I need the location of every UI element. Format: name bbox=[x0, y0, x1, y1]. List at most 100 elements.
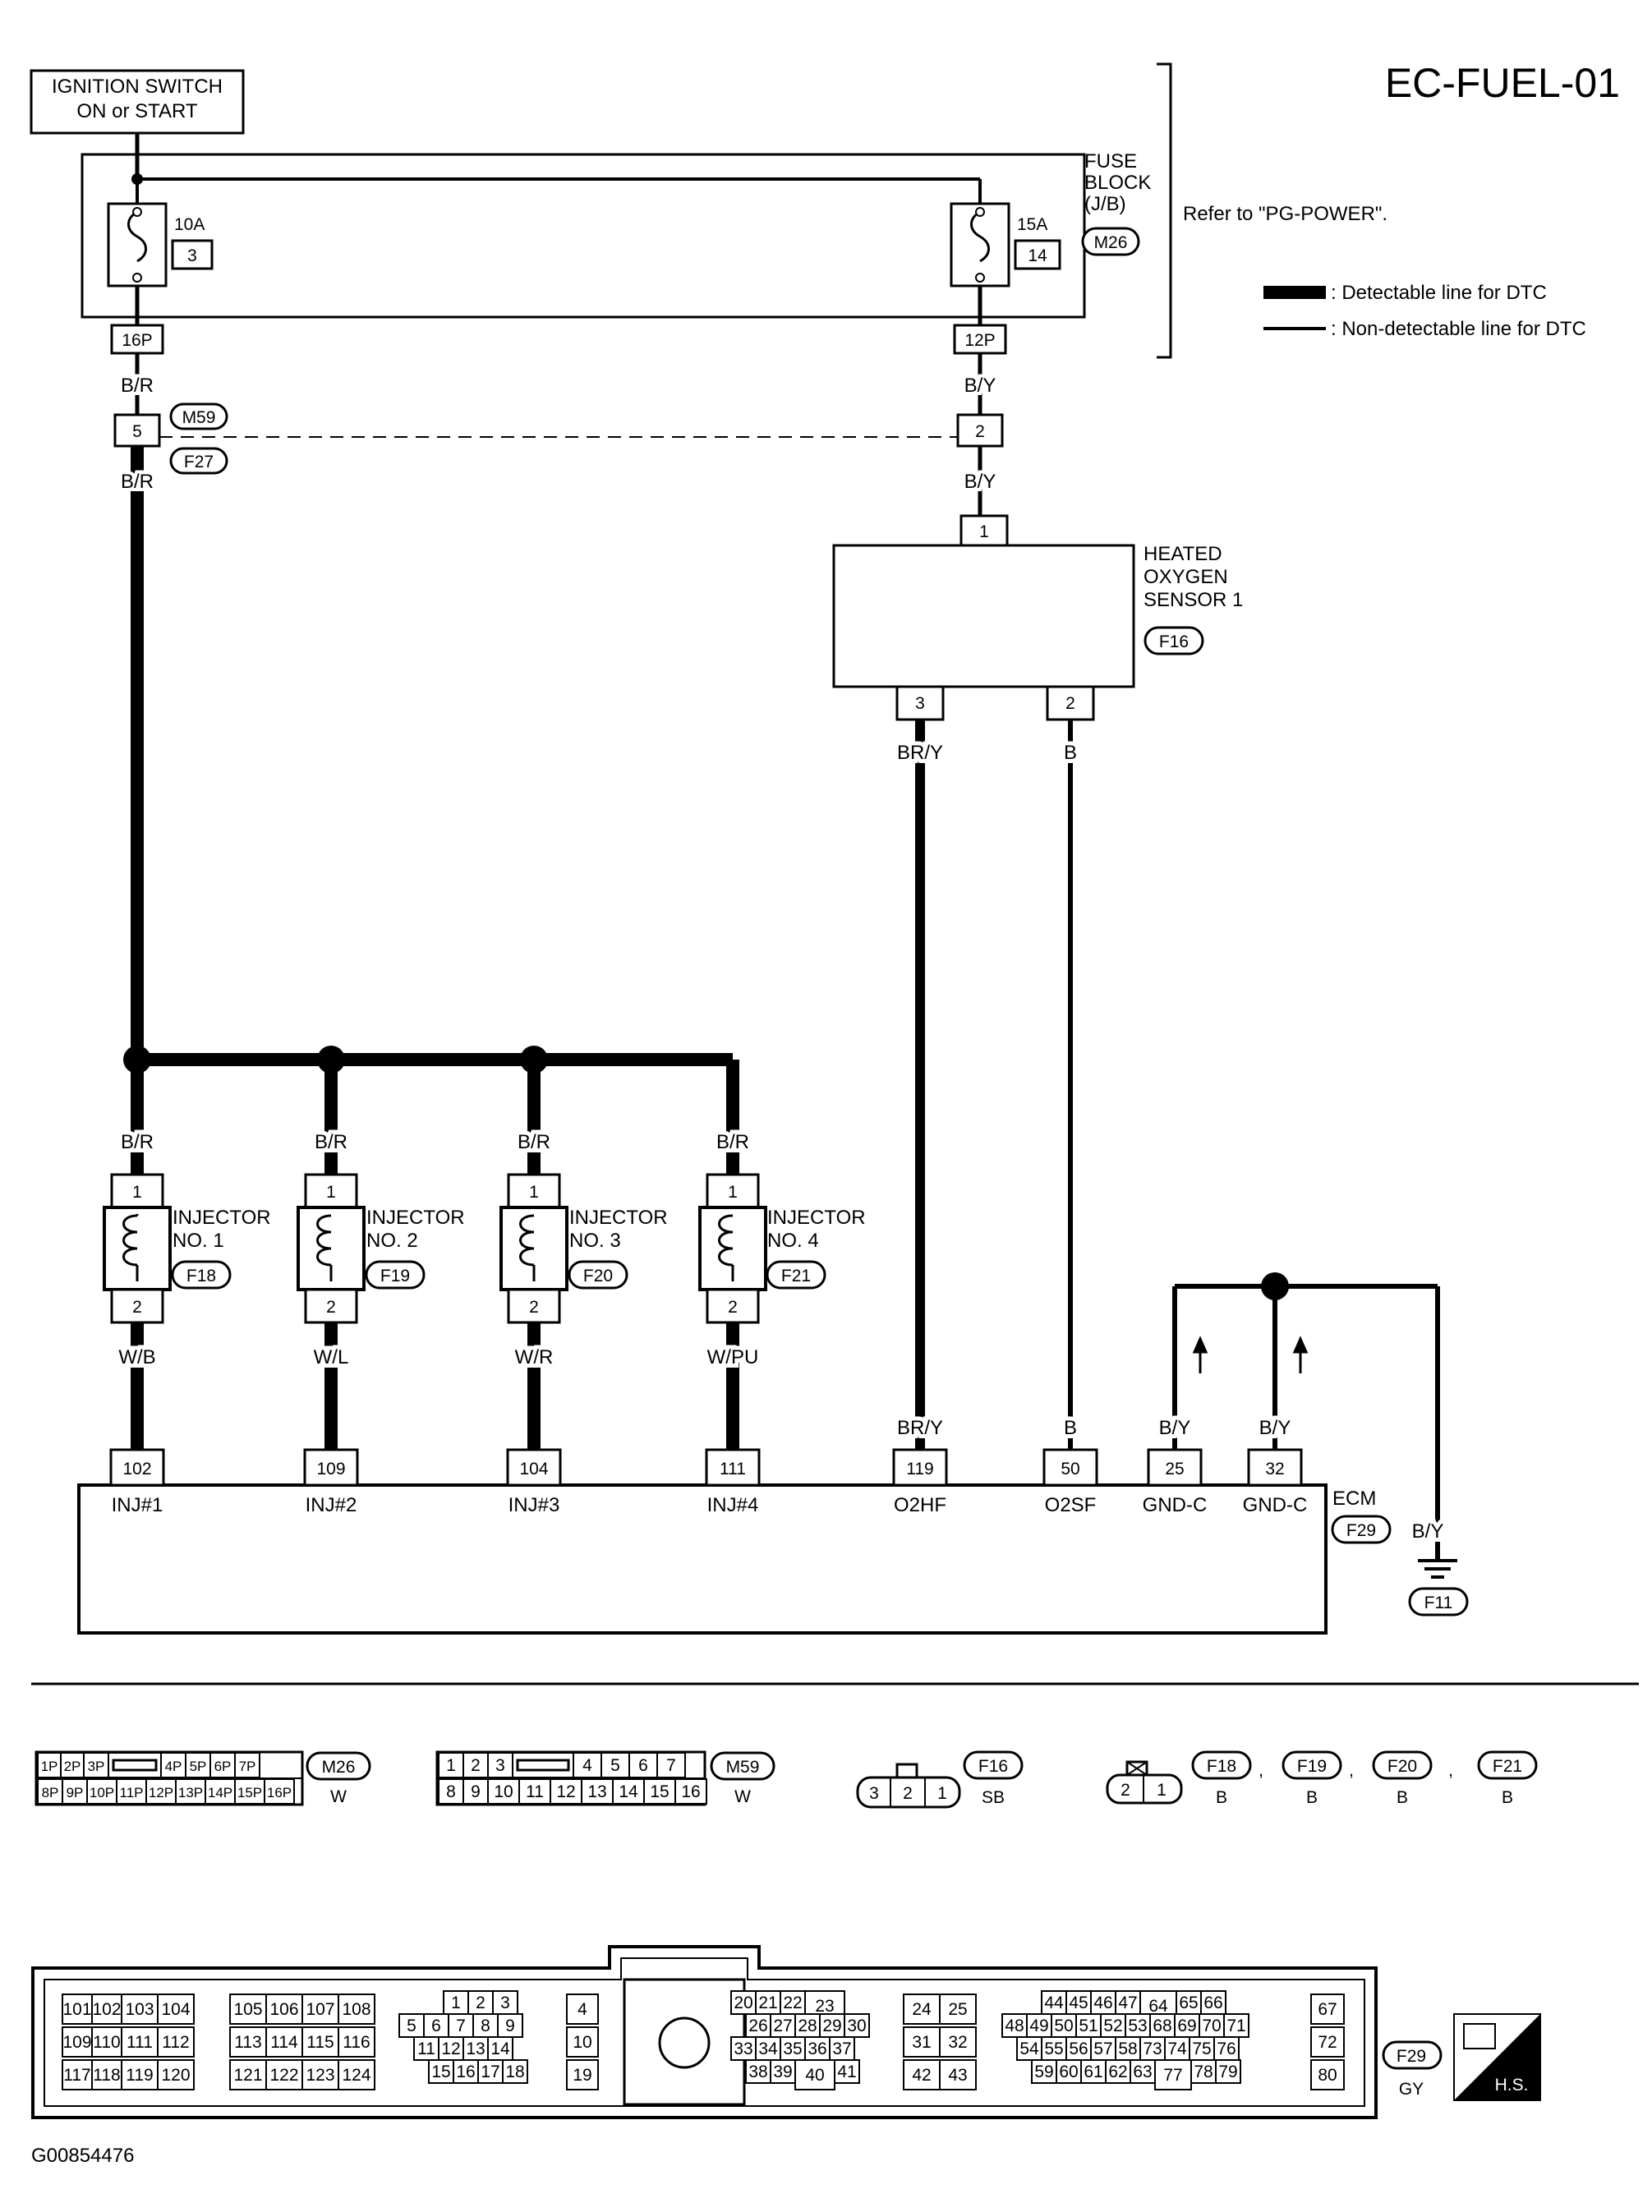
connector-f11-badge bbox=[1408, 1587, 1469, 1616]
m59-pin: 2 bbox=[471, 1756, 481, 1775]
ecm-face-pin: 29 bbox=[822, 2017, 841, 2035]
m26-cell bbox=[86, 1778, 117, 1805]
ecm-face-pin: 2 bbox=[476, 1994, 485, 2012]
ecm-face-pin: 50 bbox=[1054, 2017, 1073, 2035]
ecm-wire-50: B bbox=[1064, 1417, 1077, 1439]
ecm-face-cell bbox=[1115, 1990, 1141, 2015]
connector-f27-badge bbox=[169, 447, 228, 475]
hs-label: H.S. bbox=[1495, 2076, 1529, 2095]
ecm-wire-25: B/Y bbox=[1159, 1417, 1191, 1439]
ecm-face-cell bbox=[903, 2059, 941, 2090]
fuse-block-bracket bbox=[1157, 62, 1172, 359]
m59-cell bbox=[487, 1752, 513, 1778]
ecm-face-pin: 113 bbox=[234, 2033, 261, 2052]
ecm-face-pin: 53 bbox=[1128, 2017, 1147, 2035]
injector-4-wire-top: B/R bbox=[716, 1131, 749, 1153]
ecm-face-cell bbox=[448, 2013, 474, 2038]
ecm-label: ECM bbox=[1332, 1488, 1376, 1510]
ecm-face-cell bbox=[1200, 1990, 1226, 2015]
connector-injector-face: 2 1 F18 B , F19 B , F20 B , F21 B bbox=[1106, 1750, 1538, 1807]
ecm-face-cell bbox=[301, 2026, 339, 2058]
legend-detectable: : Detectable line for DTC bbox=[1331, 282, 1547, 304]
ecm-face-cell bbox=[467, 1990, 494, 2015]
m26-cell bbox=[234, 1752, 260, 1778]
m26-pin: 10P bbox=[90, 1785, 114, 1800]
ignition-switch-label: IGNITION SWITCH bbox=[52, 76, 223, 98]
connector-f16-badge bbox=[1144, 626, 1204, 655]
inj-face-sep-3: , bbox=[1448, 1761, 1453, 1780]
injector-4-connector: F21 bbox=[781, 1267, 811, 1285]
injector-3-wire-bottom: W/R bbox=[515, 1346, 554, 1368]
wire-color-b-top: B bbox=[1064, 742, 1077, 764]
ecm-face-pin: 43 bbox=[948, 2066, 967, 2085]
fuse-15a-rating: 15A bbox=[1017, 215, 1047, 234]
m59-cell bbox=[462, 1752, 489, 1778]
m26-pin: 8P bbox=[42, 1785, 59, 1800]
m26-pin: 3P bbox=[88, 1759, 105, 1774]
fuse-10a-rating: 10A bbox=[174, 215, 205, 234]
ecm-face-pin: 109 bbox=[62, 2033, 91, 2052]
ecm-face-pin: 72 bbox=[1318, 2033, 1337, 2052]
ecm-face-cell bbox=[1090, 1990, 1116, 2015]
m59-color: W bbox=[734, 1787, 751, 1806]
ecm-face-pin: 121 bbox=[233, 2066, 262, 2085]
ecm-face-cell bbox=[1215, 2059, 1241, 2084]
figure-code: G00854476 bbox=[31, 2145, 134, 2167]
ecm-face-pin: 102 bbox=[92, 2000, 121, 2019]
ecm-face-cell bbox=[423, 2013, 449, 2038]
ecm-face-pin: 110 bbox=[93, 2033, 120, 2052]
ecm-face-pin: 77 bbox=[1163, 2066, 1182, 2085]
ecm-face-cell bbox=[121, 2059, 159, 2090]
junction-left-pin-number: 5 bbox=[132, 422, 142, 441]
ecm-face-pin: 65 bbox=[1179, 1994, 1198, 2012]
injector-3-pin2: 2 bbox=[529, 1298, 539, 1317]
ecm-pin-111: 111 bbox=[720, 1460, 746, 1478]
injector-1-coil bbox=[122, 1214, 139, 1281]
ecm-face-pin: 25 bbox=[948, 2000, 967, 2019]
ecm-pin-109: 109 bbox=[316, 1460, 345, 1478]
ecm-label-inj3: INJ#3 bbox=[508, 1494, 560, 1516]
ecm-face-pin: 45 bbox=[1069, 1994, 1088, 2012]
ecm-face-pin: 9 bbox=[505, 2017, 515, 2035]
sensor-label-3: SENSOR 1 bbox=[1144, 589, 1243, 611]
ecm-face-pin: 39 bbox=[773, 2063, 792, 2081]
ecm-face-cell bbox=[265, 1994, 303, 2025]
connector-f16-face: 3 2 1 F16 SB bbox=[856, 1750, 1024, 1809]
ecm-face-cell bbox=[939, 2059, 977, 2090]
m26-id: M26 bbox=[322, 1758, 356, 1777]
ecm-face-pin: 6 bbox=[431, 2017, 441, 2035]
injector-3-label: INJECTOR bbox=[569, 1207, 668, 1229]
fuse-10a-number-box bbox=[171, 239, 214, 270]
m26-pin: 7P bbox=[239, 1759, 256, 1774]
ecm-face-pin: 4 bbox=[578, 2000, 587, 2019]
fuse-pin-16p-label: 16P bbox=[122, 331, 152, 350]
ecm-face-pin: 51 bbox=[1079, 2017, 1097, 2035]
ecm-connector-latch bbox=[658, 2017, 711, 2069]
m26-pin: 6P bbox=[214, 1759, 232, 1774]
inj-face-pin-2: 2 bbox=[1121, 1781, 1130, 1800]
ecm-label-gndc-1: GND-C bbox=[1143, 1494, 1208, 1516]
ecm-face-cell bbox=[566, 2059, 599, 2090]
ecm-face-pin: 42 bbox=[912, 2066, 931, 2085]
injector-1-number: NO. 1 bbox=[173, 1230, 224, 1252]
injector-2-coil bbox=[316, 1214, 333, 1281]
ecm-face-pin: 17 bbox=[481, 2063, 499, 2081]
m59-pin: 7 bbox=[666, 1756, 676, 1775]
ecm-face-pin: 41 bbox=[837, 2063, 856, 2081]
ecm-face-pin: 20 bbox=[734, 1994, 752, 2012]
ecm-face-pin: 48 bbox=[1005, 2017, 1024, 2035]
m26-pin: 13P bbox=[178, 1785, 203, 1800]
injector-2: B/R 1 2 INJECTOR NO. 2 F19 W/L bbox=[297, 1060, 465, 1450]
ecm-face-color: GY bbox=[1399, 2080, 1424, 2099]
injector-4-pin1: 1 bbox=[728, 1183, 738, 1202]
ecm-face-pin: 1 bbox=[451, 1994, 461, 2012]
ecm-face-cell bbox=[1016, 2036, 1042, 2061]
ecm-label-o2sf: O2SF bbox=[1045, 1494, 1097, 1516]
m26-cell bbox=[62, 1778, 88, 1805]
ecm-face-cell bbox=[428, 2059, 454, 2084]
ecm-face-cell bbox=[91, 1994, 122, 2025]
injector-4-coil bbox=[718, 1214, 734, 1281]
wire-color-by-top: B/Y bbox=[964, 375, 996, 397]
wire-color-by-mid: B/Y bbox=[964, 471, 996, 493]
